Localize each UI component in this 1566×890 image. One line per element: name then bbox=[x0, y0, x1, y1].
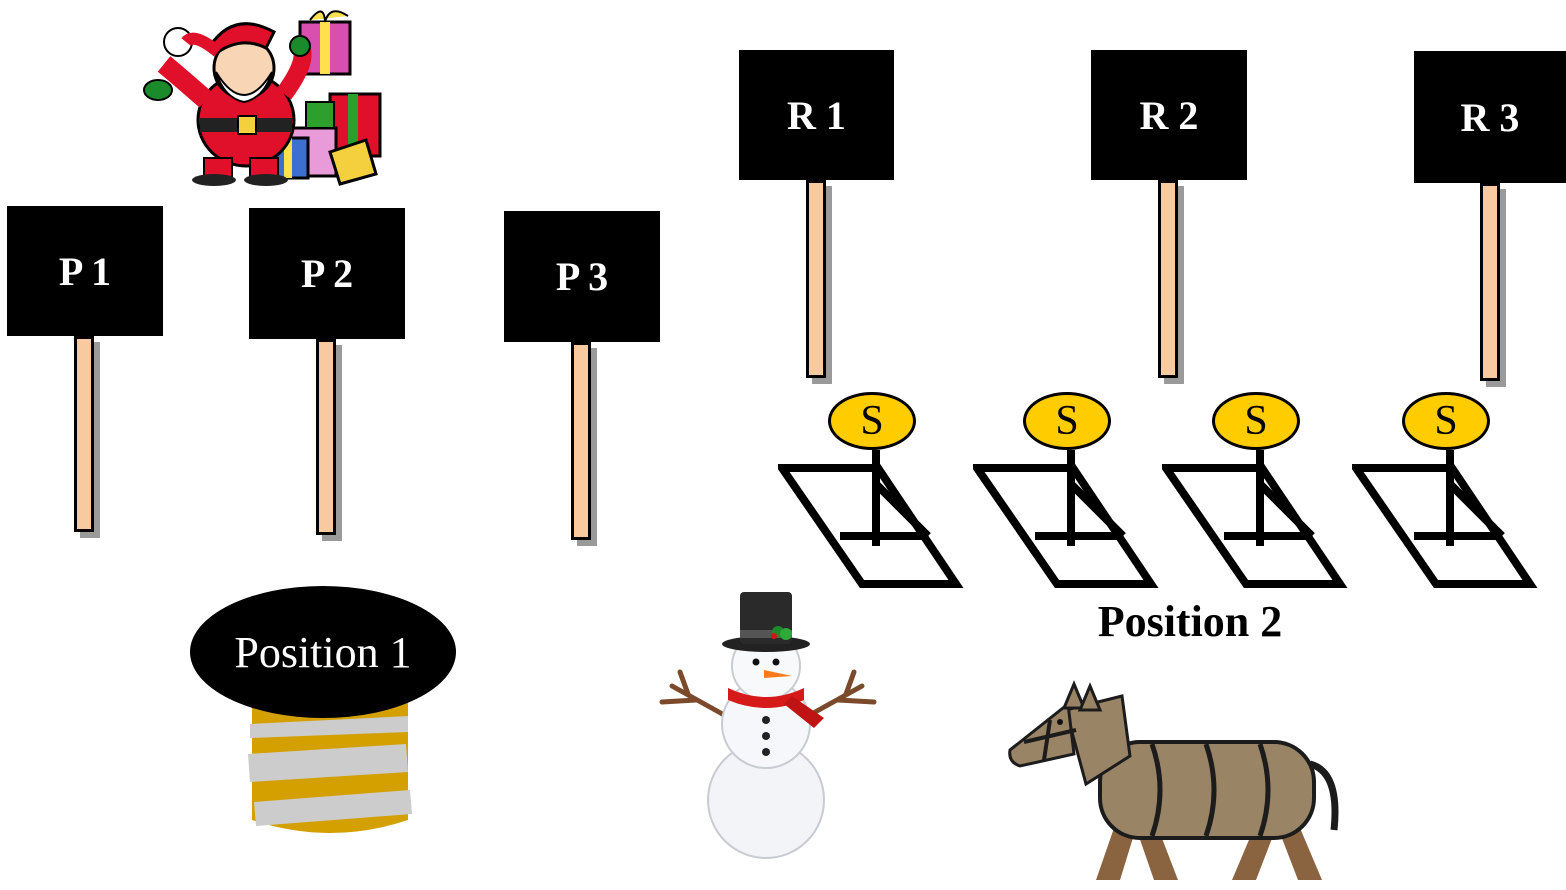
sign-p1-pole bbox=[74, 336, 94, 532]
sign-p2: P 2 bbox=[249, 208, 409, 548]
stand-3-label: S bbox=[1244, 398, 1268, 444]
stand-3: S bbox=[1162, 392, 1462, 632]
position-2-label: Position 2 bbox=[1097, 597, 1283, 646]
sign-r3-label: R 3 bbox=[1460, 94, 1520, 140]
sign-r1-pole bbox=[806, 180, 826, 378]
stand-2-coin: S bbox=[1023, 392, 1111, 450]
sign-p1-label: P 1 bbox=[58, 248, 112, 294]
stand-3-coin: S bbox=[1212, 392, 1300, 450]
sign-p3-pole bbox=[571, 342, 591, 540]
stand-4-frame bbox=[1352, 450, 1538, 588]
sign-r3-pole bbox=[1480, 183, 1500, 381]
sign-r3: R 3 bbox=[1414, 51, 1566, 391]
stand-4-label: S bbox=[1434, 398, 1458, 444]
sign-p1-board: P 1 bbox=[7, 206, 163, 336]
stand-1: S bbox=[778, 392, 1078, 632]
sign-p3-label: P 3 bbox=[555, 254, 609, 299]
stand-1-label: S bbox=[860, 398, 884, 444]
sign-p2-pole bbox=[316, 339, 336, 535]
sign-p3-board: P 3 bbox=[504, 211, 660, 342]
sign-p1: P 1 bbox=[7, 206, 167, 546]
stand-1-coin: S bbox=[828, 392, 916, 450]
position-1-text: Position 1 bbox=[234, 627, 412, 677]
sign-r2-board: R 2 bbox=[1091, 50, 1247, 180]
sign-r3-board: R 3 bbox=[1414, 51, 1566, 183]
snowman-icon bbox=[659, 592, 877, 859]
stand-2-label: S bbox=[1055, 398, 1079, 444]
sign-r2: R 2 bbox=[1091, 50, 1251, 390]
santa-icon bbox=[143, 10, 382, 186]
stand-2-frame bbox=[973, 450, 1159, 588]
sign-p3: P 3 bbox=[504, 211, 664, 551]
stand-4-coin: S bbox=[1402, 392, 1490, 450]
stand-2: S bbox=[973, 392, 1273, 632]
stand-4: S bbox=[1352, 392, 1566, 632]
stand-3-frame bbox=[1162, 450, 1348, 588]
stand-1-frame bbox=[778, 450, 964, 588]
position-1-label: Position 1 bbox=[190, 586, 456, 718]
horse-icon bbox=[1008, 680, 1339, 880]
sign-r1-label: R 1 bbox=[787, 92, 846, 138]
drum-icon bbox=[248, 698, 412, 833]
sign-p2-board: P 2 bbox=[249, 208, 405, 339]
sign-r1: R 1 bbox=[739, 50, 899, 390]
sign-r2-label: R 2 bbox=[1139, 92, 1199, 138]
sign-r1-board: R 1 bbox=[739, 50, 894, 180]
sign-r2-pole bbox=[1158, 180, 1178, 378]
sign-p2-label: P 2 bbox=[300, 251, 354, 296]
